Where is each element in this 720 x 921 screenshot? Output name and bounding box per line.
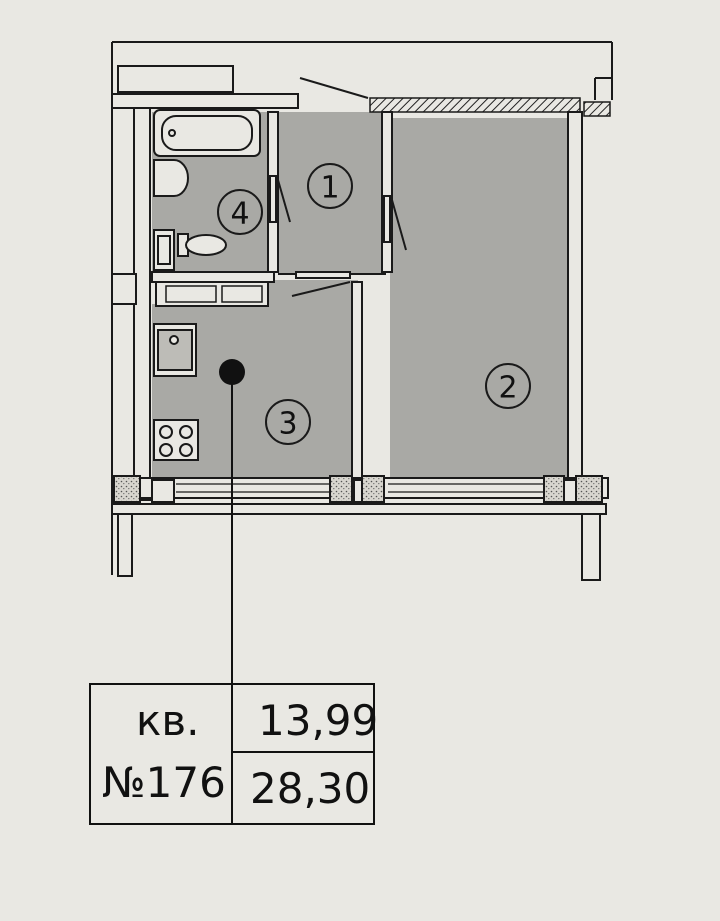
entrance-door	[299, 77, 369, 99]
loggia-left-post	[117, 513, 133, 577]
hall-door-swing	[277, 179, 291, 223]
loggia-slab	[111, 503, 607, 515]
kitchen-sink-fixture	[153, 323, 197, 377]
pier-mid-a	[329, 475, 353, 503]
living-area-value: 13,99	[258, 696, 379, 745]
total-area-value: 28,30	[250, 764, 371, 813]
leader-line	[219, 359, 245, 686]
hatched-wall-top-right	[583, 101, 611, 117]
apartment-prefix: кв.	[136, 696, 200, 745]
sink-fixture	[153, 159, 189, 197]
apartment-number: №176	[102, 758, 226, 807]
room-label-4: 4	[230, 197, 249, 232]
room-marker-3	[265, 399, 311, 445]
stove-fixture	[153, 419, 199, 461]
loggia-right-post	[581, 513, 601, 581]
pier-right-a	[543, 475, 565, 503]
room-label-2: 2	[498, 371, 517, 406]
doors	[269, 77, 407, 297]
hall-door-leaf	[269, 175, 277, 223]
bathtub-fixture	[153, 109, 261, 157]
washing-space-fixture	[153, 229, 175, 271]
living-door-swing	[391, 199, 407, 251]
hatched-wall-top	[369, 97, 581, 113]
room-marker-2	[485, 363, 531, 409]
pier-left	[113, 475, 141, 503]
room-marker-4	[217, 189, 263, 235]
facade-wall	[111, 475, 609, 581]
kitchen-door-swing	[291, 281, 351, 297]
room-fill-living	[390, 118, 568, 478]
room-marker-1	[307, 163, 353, 209]
cabinet-fixtures	[165, 285, 263, 303]
hatched-walls	[369, 97, 611, 117]
pier-mid-b	[361, 475, 385, 503]
room-fill-hall	[278, 112, 386, 274]
kitchen-door-leaf	[295, 271, 351, 279]
toilet-fixture	[177, 233, 227, 257]
info-table-grid	[89, 683, 375, 825]
pier-right-b	[575, 475, 603, 503]
room-label-3: 3	[278, 407, 297, 442]
room-markers	[217, 163, 531, 445]
room-label-1: 1	[320, 171, 339, 206]
living-door-leaf	[383, 195, 391, 243]
